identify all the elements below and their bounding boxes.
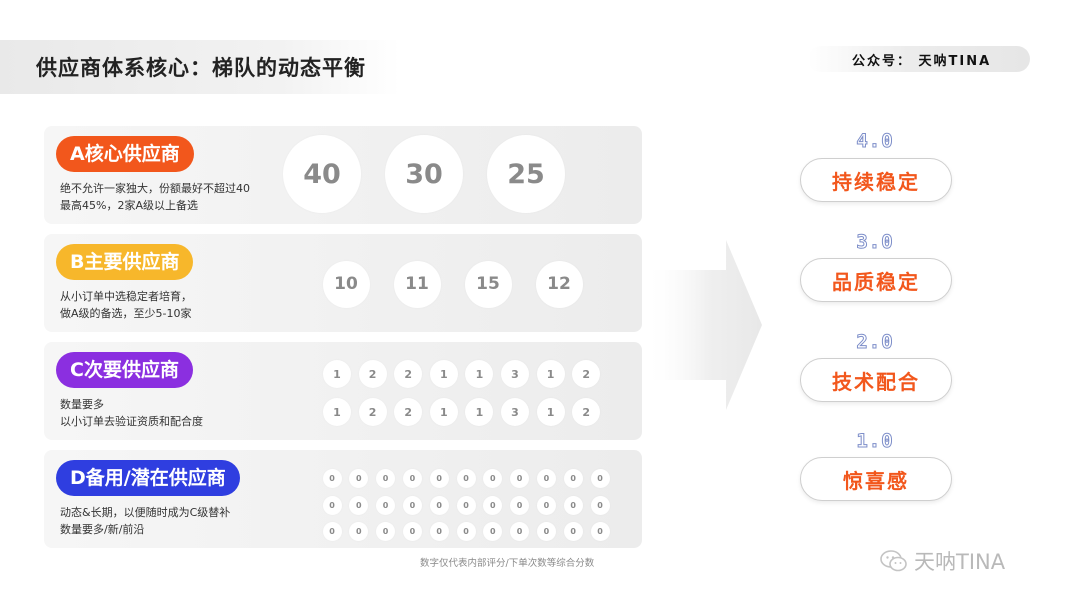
tier-desc-a: 绝不允许一家独大，份额最好不超过40 最高45%，2家A级以上备选 [60, 180, 250, 214]
tier-badge-a: A核心供应商 [56, 136, 194, 172]
score-circle-c: 1 [323, 360, 351, 388]
score-circle-d: 0 [510, 495, 530, 515]
level-pill-quality-stable: 品质稳定 [800, 258, 952, 302]
score-circle-a: 25 [487, 135, 565, 213]
score-circle-a: 30 [385, 135, 463, 213]
score-circle-c: 1 [323, 398, 351, 426]
level-number: 2.0 [856, 331, 894, 354]
score-circle-a: 40 [283, 135, 361, 213]
score-circle-d: 0 [402, 521, 422, 541]
score-circle-c: 1 [536, 360, 565, 388]
tier-badge-b: B主要供应商 [56, 244, 194, 280]
score-circle-d: 0 [456, 521, 476, 541]
level-number: 4.0 [856, 130, 894, 153]
score-circle-d: 0 [429, 521, 449, 541]
watermark: 天呐TINA [880, 546, 1005, 576]
score-circle-d: 0 [536, 468, 556, 488]
score-circle-d: 0 [349, 468, 369, 488]
footnote: 数字仅代表内部评分/下单次数等综合分数 [420, 558, 595, 569]
tier-desc-line: 做A级的备选，至少5-10家 [60, 307, 192, 320]
right-arrow-icon [644, 240, 762, 410]
level-number: 1.0 [856, 430, 894, 453]
score-circle-c: 3 [501, 360, 529, 388]
tier-desc-line: 从小订单中选稳定者培育， [60, 290, 192, 303]
score-circle-d: 0 [429, 468, 449, 488]
account-pill [808, 46, 1030, 72]
score-circle-d: 0 [402, 468, 422, 488]
level-pill-surprise: 惊喜感 [800, 457, 952, 501]
tier-desc-line: 数量要多/新/前沿 [60, 523, 145, 536]
level-pill-tech-cooperation: 技术配合 [800, 358, 952, 402]
score-circle-d: 0 [349, 521, 369, 541]
tier-desc-line: 动态&长期，以便随时成为C级替补 [60, 506, 231, 519]
score-circle-c: 2 [358, 398, 387, 426]
score-circle-d: 0 [402, 495, 422, 515]
score-circle-c: 2 [358, 360, 387, 388]
score-circle-b: 11 [393, 260, 441, 308]
score-circle-d: 0 [456, 468, 476, 488]
score-circle-c: 1 [465, 398, 494, 426]
score-circle-c: 1 [465, 360, 494, 388]
score-circle-d: 0 [376, 521, 396, 541]
score-circle-c: 1 [429, 360, 458, 388]
watermark-text: 天呐TINA [914, 550, 1006, 574]
tier-card-a: A核心供应商 绝不允许一家独大，份额最好不超过40 最高45%，2家A级以上备选… [44, 126, 642, 224]
tier-desc-c: 数量要多 以小订单去验证资质和配合度 [60, 396, 203, 430]
score-circle-d: 0 [590, 521, 610, 541]
score-circle-d: 0 [483, 495, 503, 515]
score-circle-c: 2 [572, 398, 601, 426]
score-circle-c: 2 [394, 398, 423, 426]
score-circle-d: 0 [590, 495, 610, 515]
title-bar [0, 40, 400, 94]
score-circle-d: 0 [429, 495, 449, 515]
score-circle-c: 2 [394, 360, 423, 388]
score-circle-c: 1 [536, 398, 565, 426]
tier-desc-line: 以小订单去验证资质和配合度 [60, 415, 203, 428]
score-circle-d: 0 [510, 468, 530, 488]
level-number: 3.0 [856, 231, 894, 254]
score-circle-b: 10 [322, 260, 370, 308]
level-pill-sustained-stable: 持续稳定 [800, 158, 952, 202]
tier-card-b: B主要供应商 从小订单中选稳定者培育， 做A级的备选，至少5-10家 10 11 1… [44, 234, 642, 332]
tier-desc-d: 动态&长期，以便随时成为C级替补 数量要多/新/前沿 [60, 504, 230, 538]
tier-badge-c: C次要供应商 [56, 352, 193, 388]
score-circle-d: 0 [349, 495, 369, 515]
account-label: 公众号： 天呐TINA [852, 54, 992, 69]
score-circle-d: 0 [376, 468, 396, 488]
score-circle-d: 0 [536, 521, 556, 541]
score-circle-c: 2 [572, 360, 601, 388]
page-title: 供应商体系核心：梯队的动态平衡 [36, 56, 366, 80]
score-circle-d: 0 [563, 468, 583, 488]
score-circle-d: 0 [322, 521, 342, 541]
tier-badge-d: D备用/潜在供应商 [56, 460, 240, 496]
tier-desc-line: 绝不允许一家独大，份额最好不超过40 [60, 182, 250, 195]
score-circle-d: 0 [322, 468, 342, 488]
score-circle-d: 0 [536, 495, 556, 515]
score-circle-b: 12 [535, 260, 583, 308]
score-circle-d: 0 [322, 495, 342, 515]
score-circle-d: 0 [483, 468, 503, 488]
score-circle-d: 0 [563, 521, 583, 541]
score-circle-d: 0 [483, 521, 503, 541]
score-circle-d: 0 [456, 495, 476, 515]
score-circle-d: 0 [590, 468, 610, 488]
score-circle-d: 0 [510, 521, 530, 541]
tier-desc-b: 从小订单中选稳定者培育， 做A级的备选，至少5-10家 [60, 288, 192, 322]
tier-desc-line: 数量要多 [60, 398, 104, 411]
score-circle-c: 1 [429, 398, 458, 426]
wechat-icon [880, 550, 907, 572]
score-circle-d: 0 [376, 495, 396, 515]
tier-desc-line: 最高45%，2家A级以上备选 [60, 199, 198, 212]
score-circle-c: 3 [501, 398, 529, 426]
score-circle-b: 15 [464, 260, 512, 308]
score-circle-d: 0 [563, 495, 583, 515]
